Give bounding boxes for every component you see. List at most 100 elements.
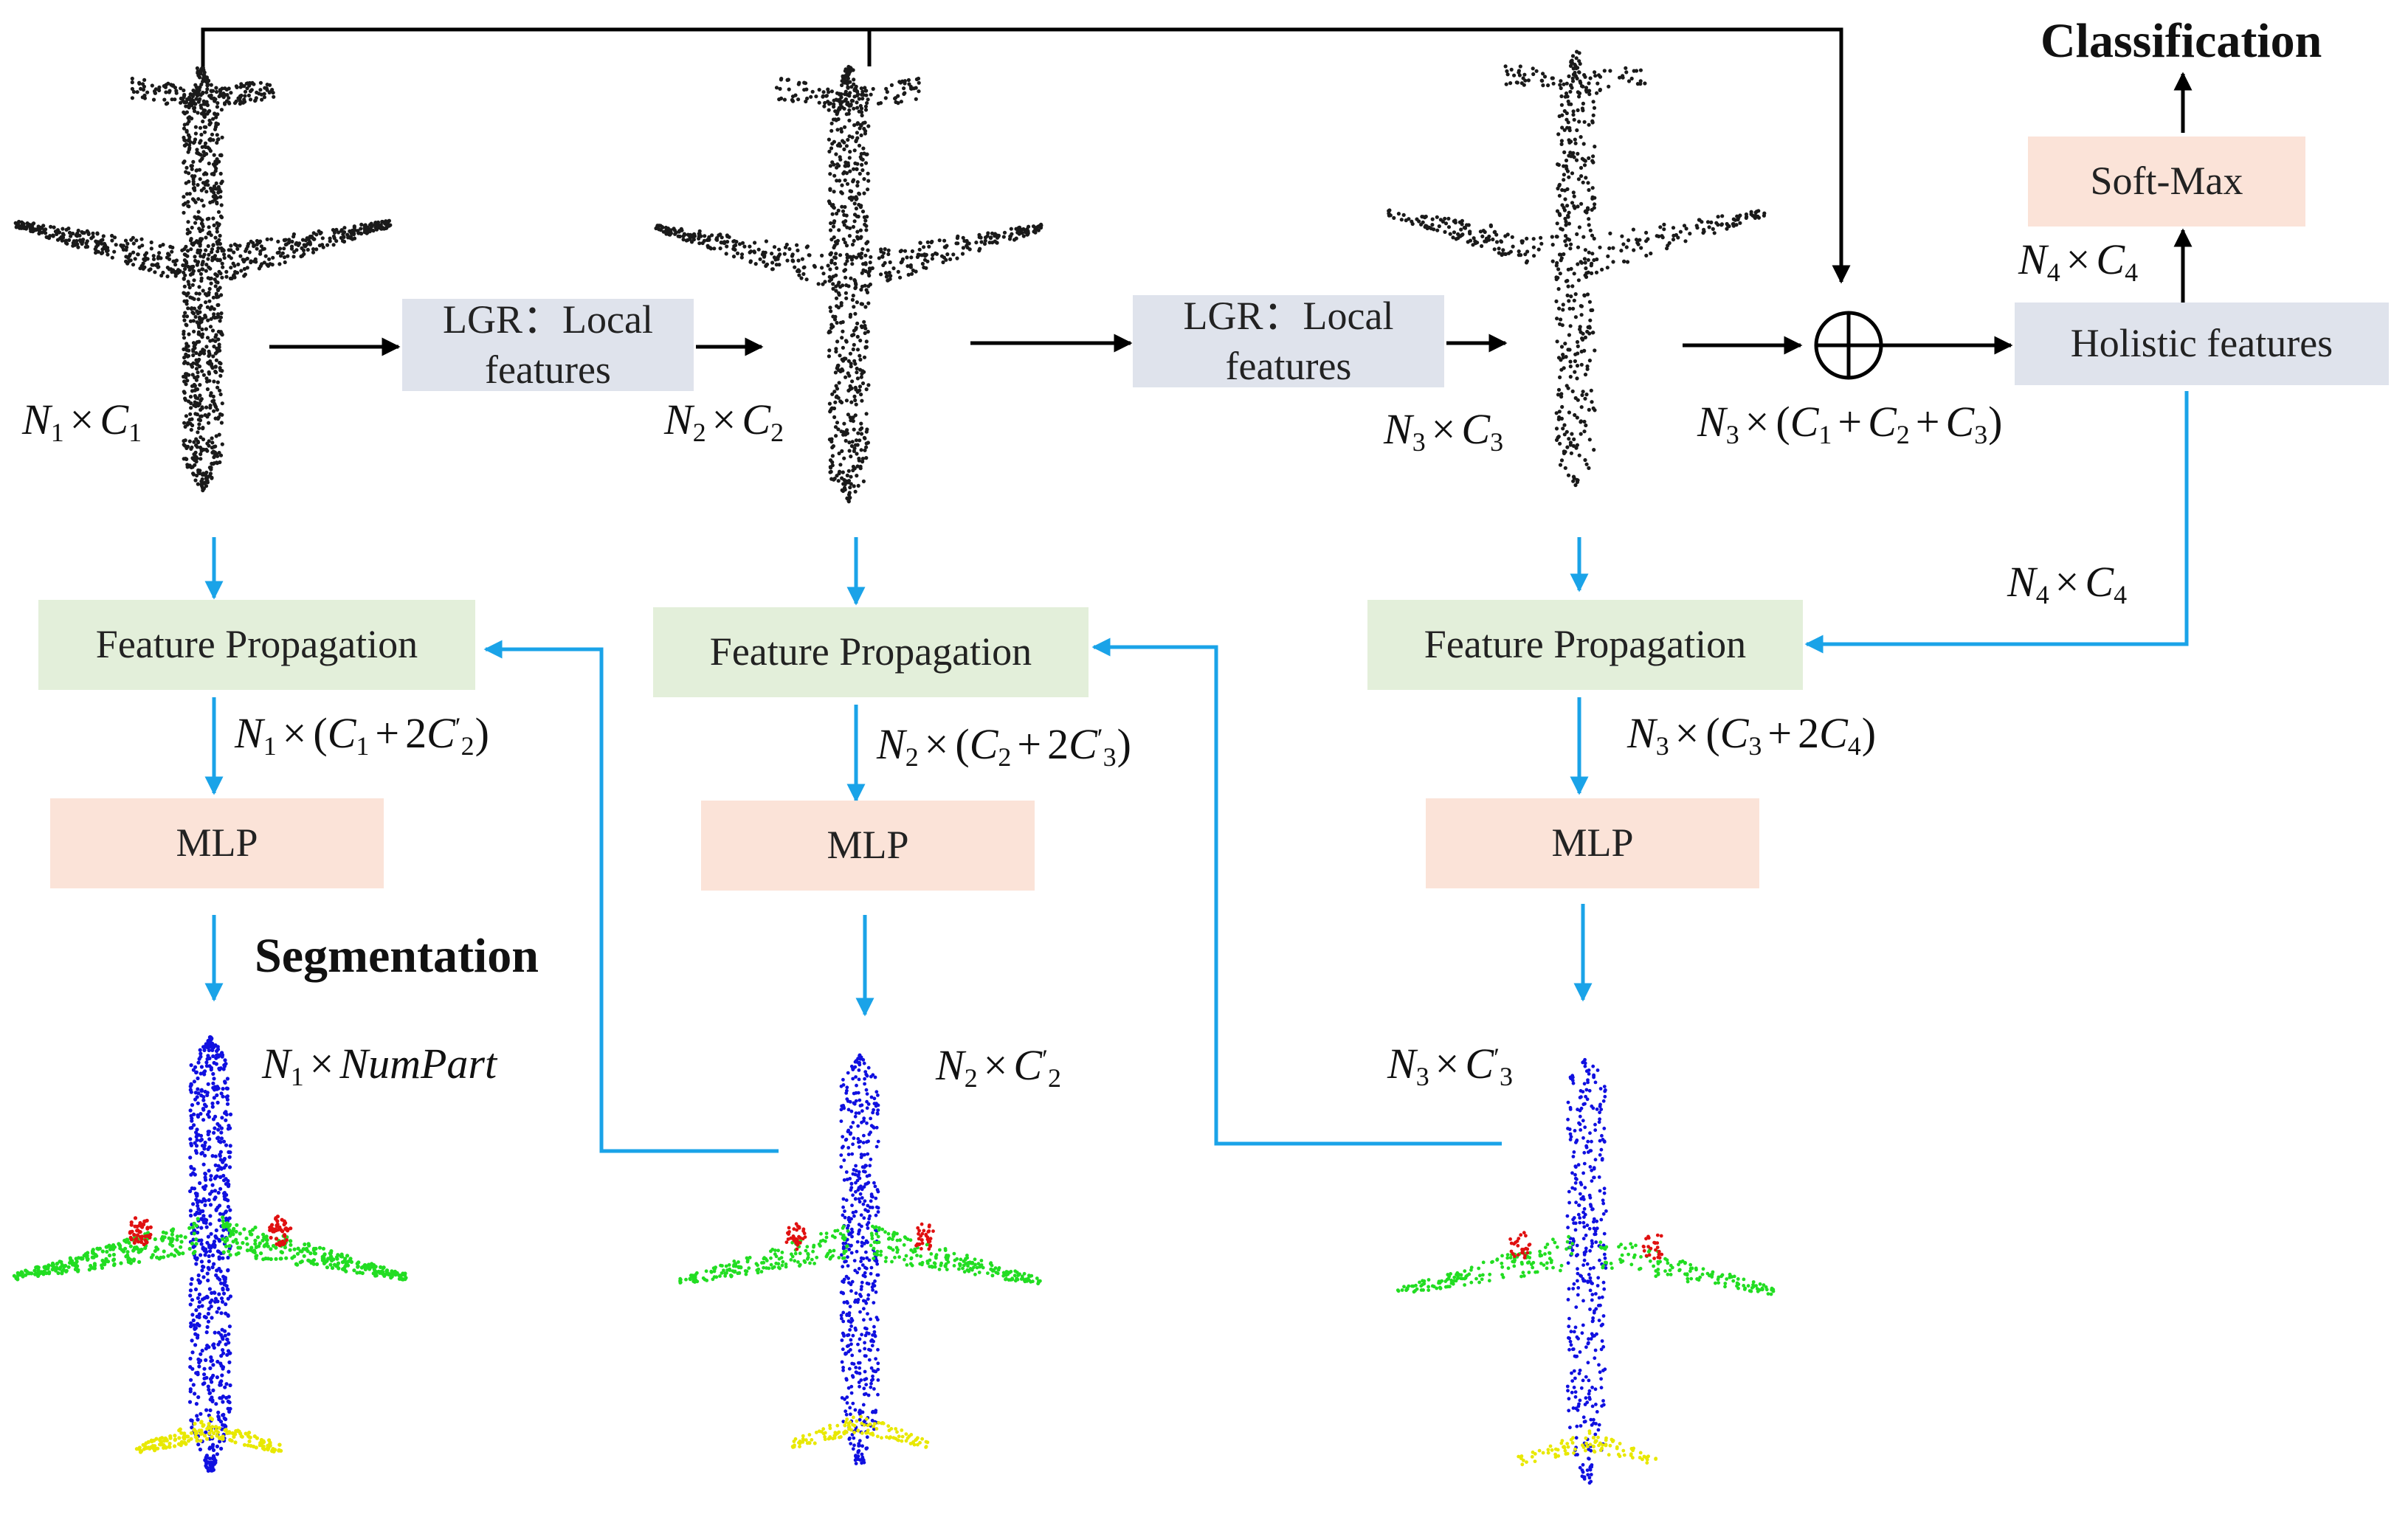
math-number: 2 xyxy=(405,709,427,757)
label-concat-features: N3×(C1+C2+C3) xyxy=(1697,397,2003,450)
math-symbol: C4 xyxy=(2085,558,2128,610)
math-symbol: C3 xyxy=(1461,405,1504,457)
math-symbol: C1 xyxy=(327,709,370,761)
mlp-box-2: MLP xyxy=(701,801,1035,891)
math-operator: × xyxy=(309,1040,334,1088)
math-paren: ( xyxy=(313,709,328,757)
math-operator: + xyxy=(1767,709,1793,757)
math-symbol: N4 xyxy=(2018,235,2060,288)
math-operator: × xyxy=(983,1041,1008,1089)
math-paren: ( xyxy=(1776,398,1790,446)
math-symbol: C′2 xyxy=(1013,1041,1061,1093)
math-paren: ) xyxy=(1117,720,1131,768)
mlp-box-2-label: MLP xyxy=(827,823,909,868)
softmax-box: Soft-Max xyxy=(2028,137,2305,227)
math-operator: × xyxy=(1435,1040,1460,1088)
math-symbol: C1 xyxy=(1790,398,1832,450)
mlp-box-3-label: MLP xyxy=(1551,820,1634,865)
holistic-features-label: Holistic features xyxy=(2070,321,2333,366)
label-fp3-output: N3×(C3+2C4) xyxy=(1627,708,1876,761)
fp-box-3-label: Feature Propagation xyxy=(1424,622,1747,667)
math-operator: + xyxy=(1915,398,1940,446)
label-n2-c2-prime: N2×C′2 xyxy=(936,1040,1061,1093)
feature-propagation-box-3: Feature Propagation xyxy=(1367,600,1803,690)
lgr-box-1-label: LGR：Local features xyxy=(443,297,653,392)
fp-box-1-label: Feature Propagation xyxy=(95,622,418,667)
segmented-point-cloud-1-icon xyxy=(12,1035,408,1473)
math-operator: × xyxy=(282,709,307,757)
math-text: NumPart xyxy=(339,1040,497,1088)
math-symbol: N1 xyxy=(262,1040,304,1092)
math-symbol: C3 xyxy=(1945,398,1988,450)
label-n2-c2: N2×C2 xyxy=(664,395,784,448)
input-point-cloud-3-icon xyxy=(1387,49,1767,488)
math-symbol: C4 xyxy=(2096,235,2139,288)
fp-box-2-label: Feature Propagation xyxy=(709,629,1032,674)
math-symbol: C2 xyxy=(969,720,1012,773)
label-n4-c4-mid: N4×C4 xyxy=(2007,557,2127,610)
label-n3-c3-prime: N3×C′3 xyxy=(1387,1039,1513,1092)
math-paren: ) xyxy=(1861,709,1877,757)
math-symbol: N3 xyxy=(1387,1040,1429,1092)
math-symbol: C′3 xyxy=(1069,720,1117,773)
label-segmentation-output: N1×NumPart xyxy=(262,1039,497,1092)
label-fp1-output: N1×(C1+2C′2) xyxy=(235,708,489,761)
math-operator: × xyxy=(69,395,94,443)
math-symbol: N1 xyxy=(235,709,277,761)
lgr-local-features-box-2: LGR：Local features xyxy=(1133,294,1444,388)
math-symbol: N1 xyxy=(22,395,64,448)
math-paren: ) xyxy=(475,709,489,757)
math-operator: × xyxy=(2055,558,2080,606)
classification-title: Classification xyxy=(2040,14,2322,68)
math-operator: × xyxy=(1431,405,1456,453)
math-symbol: C1 xyxy=(100,395,142,448)
math-symbol: C′3 xyxy=(1465,1040,1513,1092)
math-operator: + xyxy=(375,709,400,757)
mlp-box-1-label: MLP xyxy=(176,820,258,865)
math-symbol: N2 xyxy=(936,1041,978,1093)
arrow-seg2-to-fp1 xyxy=(483,640,779,1153)
input-point-cloud-2-icon xyxy=(654,64,1043,504)
feature-propagation-box-1: Feature Propagation xyxy=(38,600,475,690)
holistic-features-box: Holistic features xyxy=(2015,303,2389,385)
math-symbol: C′2 xyxy=(427,709,475,761)
math-paren: ( xyxy=(955,720,970,768)
math-operator: × xyxy=(924,720,949,768)
math-operator: + xyxy=(1838,398,1863,446)
math-operator: × xyxy=(1674,709,1700,757)
softmax-label: Soft-Max xyxy=(2090,159,2243,204)
math-symbol: C3 xyxy=(1719,709,1762,761)
math-number: 2 xyxy=(1798,709,1820,757)
label-n3-c3: N3×C3 xyxy=(1384,404,1503,457)
label-n4-c4-top: N4×C4 xyxy=(2018,235,2138,288)
math-symbol: C4 xyxy=(1819,709,1861,761)
lgr-box-2-label: LGR：Local features xyxy=(1183,294,1394,388)
sum-node-icon xyxy=(1814,311,1883,380)
feature-propagation-box-2: Feature Propagation xyxy=(653,607,1089,697)
math-paren: ( xyxy=(1705,709,1720,757)
math-symbol: C2 xyxy=(1868,398,1910,450)
math-operator: × xyxy=(1745,398,1770,446)
label-fp2-output: N2×(C2+2C′3) xyxy=(877,719,1131,773)
math-number: 2 xyxy=(1047,720,1069,768)
mlp-box-3: MLP xyxy=(1426,798,1759,888)
math-symbol: N3 xyxy=(1627,709,1669,761)
segmented-point-cloud-2-icon xyxy=(678,1053,1042,1465)
segmented-point-cloud-3-icon xyxy=(1396,1057,1776,1485)
segmentation-title: Segmentation xyxy=(255,929,539,983)
arrow-seg3-to-fp2 xyxy=(1091,637,1502,1146)
math-symbol: N4 xyxy=(2007,558,2049,610)
mlp-box-1: MLP xyxy=(50,798,384,888)
math-symbol: N2 xyxy=(664,395,706,448)
math-symbol: N3 xyxy=(1697,398,1739,450)
math-symbol: N2 xyxy=(877,720,919,773)
math-operator: + xyxy=(1017,720,1042,768)
lgr-local-features-box-1: LGR：Local features xyxy=(402,297,694,392)
math-paren: ) xyxy=(1988,398,2003,446)
skip-connection-line xyxy=(201,27,1851,284)
math-operator: × xyxy=(711,395,736,443)
arrow-holistic-to-fp3 xyxy=(1804,391,2189,654)
math-symbol: N3 xyxy=(1384,405,1426,457)
input-point-cloud-1-icon xyxy=(13,65,393,493)
